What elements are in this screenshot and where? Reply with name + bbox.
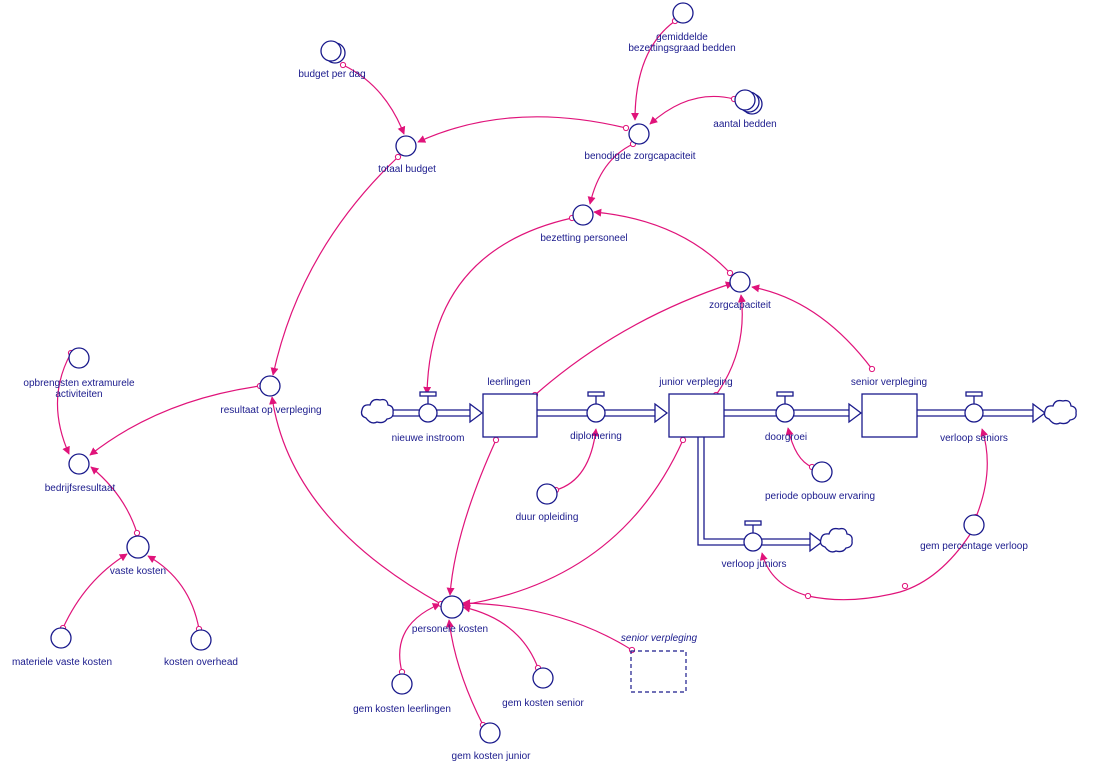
link-vaste-to-bedrijf[interactable]	[90, 466, 138, 534]
link-bezetting-to-instroom[interactable]	[423, 217, 573, 395]
link-gemverloop-to-seniors[interactable]	[975, 428, 988, 518]
var-totaal-budget[interactable]	[395, 135, 417, 157]
var-gem-percentage-verloop[interactable]	[963, 514, 985, 536]
link-totaal-to-resultaat[interactable]	[270, 156, 399, 376]
label-totaal-budget: totaal budget	[378, 164, 436, 175]
label-senior-verpleging: senior verpleging	[851, 377, 927, 388]
stock-junior-verpleging[interactable]	[668, 393, 725, 438]
link-leerlingen-to-personele[interactable]	[446, 439, 497, 596]
var-gem-kosten-junior[interactable]	[479, 722, 501, 744]
link-benodigde-to-bezetting[interactable]	[587, 143, 634, 205]
link-budget-to-totaal[interactable]	[342, 64, 406, 135]
var-aantal-bedden[interactable]	[734, 89, 756, 111]
label-verloop-seniors: verloop seniors	[940, 433, 1008, 444]
label-materiele-vaste-kosten: materiele vaste kosten	[12, 657, 112, 668]
var-personele-kosten[interactable]	[440, 595, 464, 619]
label-ghost-senior-verpleging: senior verpleging	[621, 633, 698, 644]
label-kosten-overhead: kosten overhead	[164, 657, 238, 668]
label-junior-verpleging: junior verpleging	[658, 377, 732, 388]
flow-valve-doorgroei[interactable]	[775, 403, 795, 423]
stock-leerlingen[interactable]	[482, 393, 538, 438]
sink-cloud-icon	[819, 527, 853, 553]
var-bezetting-personeel[interactable]	[572, 204, 594, 226]
label-bedrijfsresultaat: bedrijfsresultaat	[45, 483, 116, 494]
flow-valve-verloop-seniors[interactable]	[964, 403, 984, 423]
label-vaste-kosten: vaste kosten	[110, 566, 166, 577]
var-bedrijfsresultaat[interactable]	[68, 453, 90, 475]
labels: budget per dag gemiddelde bezettingsgraa…	[12, 32, 1028, 762]
link-overhead-to-vaste[interactable]	[147, 555, 200, 630]
label-leerlingen: leerlingen	[487, 377, 530, 388]
var-benodigde-zorgcapaciteit[interactable]	[628, 123, 650, 145]
label-gem-kosten-junior: gem kosten junior	[452, 751, 532, 762]
source-cloud-icon	[360, 398, 394, 424]
label-budget-per-dag: budget per dag	[298, 69, 365, 80]
link-gemsenior-to-personele[interactable]	[462, 604, 539, 669]
var-opbrengsten-extramurele-activiteiten[interactable]	[68, 347, 90, 369]
stocks	[482, 393, 918, 693]
link-senior-to-zorgcap[interactable]	[751, 284, 873, 370]
link-junior-to-personele[interactable]	[461, 439, 684, 608]
var-zorgcapaciteit[interactable]	[729, 271, 751, 293]
link-gemiddelde-to-benodigde[interactable]	[631, 20, 676, 121]
label-gem-kosten-senior: gem kosten senior	[502, 698, 584, 709]
label-aantal-bedden: aantal bedden	[713, 119, 776, 130]
label-doorgroei: doorgroei	[765, 432, 807, 443]
ghost-senior-verpleging[interactable]	[630, 650, 687, 693]
link-benodigde-to-totaal[interactable]	[417, 116, 627, 143]
link-ghost-to-personele[interactable]	[462, 599, 633, 651]
label-benodigde-zorgcapaciteit: benodigde zorgcapaciteit	[584, 151, 695, 162]
link-zorgcap-to-bezetting[interactable]	[593, 208, 731, 274]
var-resultaat-op-verpleging[interactable]	[259, 375, 281, 397]
valves	[418, 391, 984, 552]
flow-valve-diplomering[interactable]	[586, 403, 606, 423]
link-opbrengsten-to-bedrijf[interactable]	[56, 352, 72, 455]
link-gemjunior-to-personele[interactable]	[445, 619, 484, 726]
links	[56, 17, 988, 729]
link-gemleer-to-personele[interactable]	[399, 603, 441, 673]
flow-valve-verloop-juniors[interactable]	[743, 532, 763, 552]
link-duur-to-diplomering[interactable]	[555, 428, 600, 491]
label-periode-opbouw-ervaring: periode opbouw ervaring	[765, 491, 875, 502]
link-gemverloop-to-juniors[interactable]	[759, 532, 972, 601]
label-duur-opleiding: duur opleiding	[516, 512, 579, 523]
label-gem-percentage-verloop: gem percentage verloop	[920, 541, 1028, 552]
var-duur-opleiding[interactable]	[536, 483, 558, 505]
var-vaste-kosten[interactable]	[126, 535, 150, 559]
var-budget-per-dag[interactable]	[320, 40, 342, 62]
label-gemiddelde-line2: bezettingsgraad bedden	[628, 43, 735, 54]
link-junior-to-zorgcap[interactable]	[715, 294, 746, 396]
label-opbrengsten-line2: activiteiten	[55, 389, 102, 400]
label-gem-kosten-leerlingen: gem kosten leerlingen	[353, 704, 451, 715]
label-zorgcapaciteit: zorgcapaciteit	[709, 300, 771, 311]
link-leerlingen-to-zorgcap[interactable]	[534, 281, 734, 396]
label-diplomering: diplomering	[570, 431, 622, 442]
label-personele-kosten: personele kosten	[412, 624, 488, 635]
stock-senior-verpleging[interactable]	[861, 393, 918, 438]
label-resultaat-op-verpleging: resultaat op verpleging	[220, 405, 321, 416]
label-verloop-juniors: verloop juniors	[721, 559, 786, 570]
label-nieuwe-instroom: nieuwe instroom	[392, 433, 465, 444]
var-materiele-vaste-kosten[interactable]	[50, 627, 72, 649]
nodes	[50, 2, 985, 744]
link-personele-to-resultaat[interactable]	[269, 396, 442, 605]
var-gemiddelde-bezettingsgraad-bedden[interactable]	[672, 2, 694, 24]
flow-valve-nieuwe-instroom[interactable]	[418, 403, 438, 423]
var-periode-opbouw-ervaring[interactable]	[811, 461, 833, 483]
sink-cloud-icon	[1043, 399, 1077, 425]
var-kosten-overhead[interactable]	[190, 629, 212, 651]
var-gem-kosten-senior[interactable]	[532, 667, 554, 689]
label-bezetting-personeel: bezetting personeel	[540, 233, 627, 244]
link-materiele-to-vaste[interactable]	[62, 553, 128, 629]
clouds	[360, 398, 1077, 553]
label-opbrengsten-line1: opbrengsten extramurele	[23, 378, 135, 389]
link-aantal-to-benodigde[interactable]	[649, 95, 735, 125]
label-gemiddelde-line1: gemiddelde	[656, 32, 708, 43]
var-gem-kosten-leerlingen[interactable]	[391, 673, 413, 695]
link-resultaat-to-bedrijf[interactable]	[89, 385, 261, 456]
